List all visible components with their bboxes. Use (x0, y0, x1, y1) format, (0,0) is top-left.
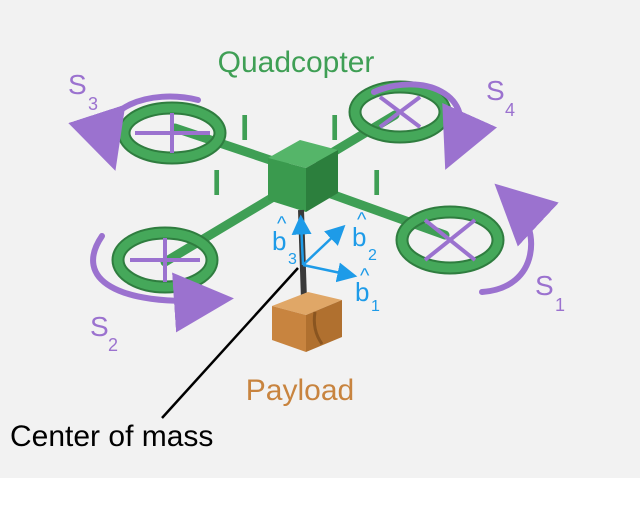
spin-label-s3: S 3 (68, 69, 98, 114)
svg-text:3: 3 (88, 94, 98, 114)
body-axes (291, 214, 358, 283)
rotor-right (395, 205, 505, 275)
svg-text:3: 3 (288, 251, 297, 268)
spin-arrow-s4 (371, 81, 498, 170)
payload-box (272, 292, 342, 352)
axis-label-b1: ^ b 1 (355, 265, 380, 315)
svg-text:^: ^ (360, 265, 370, 287)
arm-length-label-2: l (330, 110, 339, 148)
arm-length-label-3: l (212, 165, 221, 203)
rotor-left (111, 226, 219, 294)
spin-label-s4: S 4 (486, 75, 515, 120)
diagram-title: Quadcopter (218, 46, 375, 79)
payload-label: Payload (246, 374, 354, 407)
svg-text:S: S (535, 270, 554, 301)
svg-text:2: 2 (108, 335, 118, 355)
quadcopter-diagram: Quadcopter l l l l S 3 S 4 S 2 S 1 ^ b 3… (10, 46, 565, 453)
rotor-back-right (348, 80, 452, 144)
svg-text:S: S (68, 69, 87, 100)
spin-label-s2: S 2 (90, 311, 118, 355)
svg-text:b: b (272, 226, 286, 256)
svg-text:^: ^ (277, 213, 287, 235)
svg-text:4: 4 (505, 100, 515, 120)
arm-length-label-4: l (372, 165, 381, 203)
spin-arrows (68, 81, 559, 333)
cropped-caption-strip (0, 488, 640, 505)
center-of-mass-label: Center of mass (10, 420, 213, 453)
svg-text:1: 1 (371, 298, 380, 315)
body-cube (268, 140, 338, 212)
arm-length-label-1: l (240, 110, 249, 148)
svg-text:S: S (486, 75, 505, 106)
svg-text:b: b (352, 222, 366, 252)
axis-label-b3: ^ b 3 (272, 213, 297, 268)
axis-label-b2: ^ b 2 (352, 209, 377, 264)
diagram-canvas: Quadcopter l l l l S 3 S 4 S 2 S 1 ^ b 3… (0, 0, 640, 478)
axis-b1-arrow (302, 262, 358, 283)
spin-arrow-s1 (479, 183, 559, 295)
spin-label-s1: S 1 (535, 270, 565, 315)
spin-arrow-s3 (68, 93, 201, 171)
axis-b3-arrow (291, 214, 312, 266)
axis-b2-arrow (302, 224, 346, 266)
svg-text:^: ^ (357, 209, 367, 231)
svg-text:2: 2 (368, 247, 377, 264)
spin-arrow-s2 (90, 233, 234, 333)
svg-text:b: b (355, 277, 369, 307)
rotor-front-left (117, 101, 227, 165)
svg-text:S: S (90, 311, 109, 342)
center-of-mass-pointer (161, 267, 299, 419)
svg-text:1: 1 (555, 295, 565, 315)
